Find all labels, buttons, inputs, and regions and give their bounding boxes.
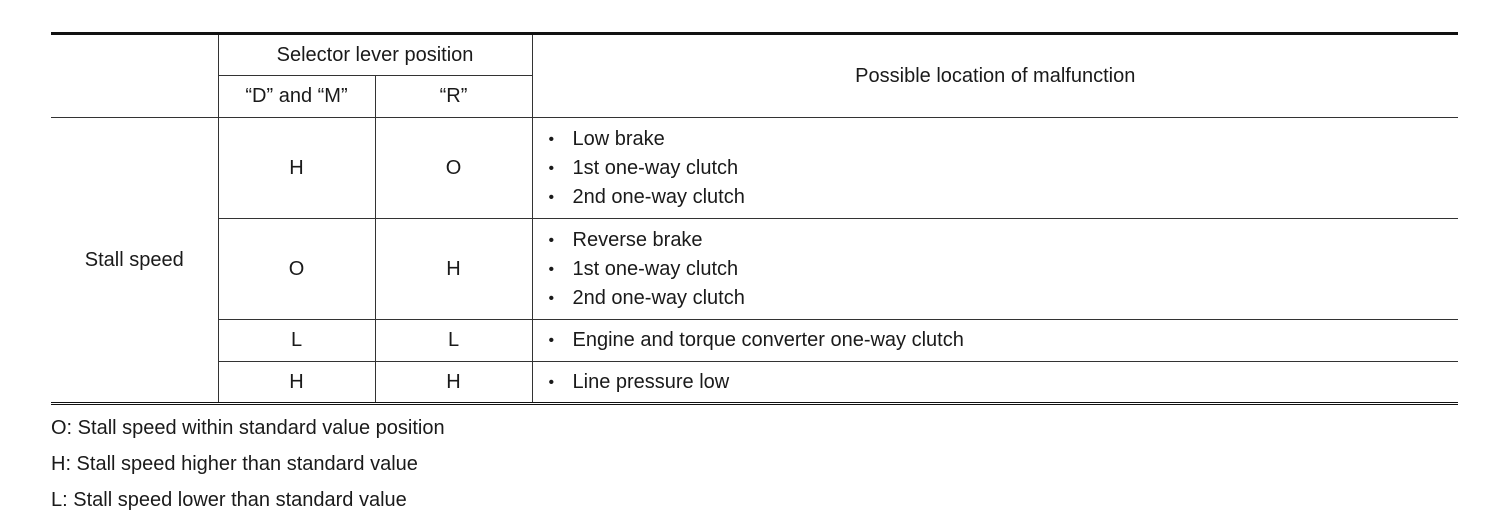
- table-row: L L Engine and torque converter one-way …: [51, 319, 1459, 362]
- cause-item: Reverse brake: [549, 226, 1459, 255]
- cause-cell: Line pressure low: [531, 361, 1459, 405]
- d-m-value: H: [217, 361, 375, 405]
- table-row: O H Reverse brake 1st one-way clutch 2nd…: [51, 218, 1459, 320]
- r-value: L: [374, 319, 532, 362]
- cause-item: 1st one-way clutch: [549, 255, 1459, 284]
- r-value: H: [374, 361, 532, 405]
- cause-item: 2nd one-way clutch: [549, 183, 1459, 212]
- cause-list: Reverse brake 1st one-way clutch 2nd one…: [533, 226, 1459, 313]
- d-m-value: L: [217, 319, 375, 362]
- d-and-m-header: “D” and “M”: [217, 75, 375, 118]
- header-blank-cell: [51, 32, 218, 118]
- header-row-1: Selector lever position Possible locatio…: [51, 32, 1458, 118]
- stall-test-table: Selector lever position Possible locatio…: [51, 32, 1458, 405]
- cause-cell: Low brake 1st one-way clutch 2nd one-way…: [531, 117, 1459, 219]
- malfunction-location-header: Possible location of malfunction: [531, 32, 1458, 118]
- cause-list: Engine and torque converter one-way clut…: [533, 326, 1459, 355]
- cause-item: Low brake: [549, 125, 1459, 154]
- legend: O: Stall speed within standard value pos…: [51, 414, 445, 522]
- cause-list: Line pressure low: [533, 368, 1459, 397]
- r-value: O: [374, 117, 532, 219]
- selector-lever-header: Selector lever position: [217, 32, 532, 76]
- legend-item-l: L: Stall speed lower than standard value: [51, 489, 407, 511]
- cause-item: 2nd one-way clutch: [549, 284, 1459, 313]
- cause-cell: Engine and torque converter one-way clut…: [531, 319, 1459, 362]
- table-row: H H Line pressure low: [51, 361, 1459, 405]
- d-m-value: O: [217, 218, 375, 320]
- r-value: H: [374, 218, 532, 320]
- diagnosis-document: Selector lever position Possible locatio…: [51, 32, 1458, 405]
- cause-item: Engine and torque converter one-way clut…: [549, 326, 1459, 355]
- legend-item-o: O: Stall speed within standard value pos…: [51, 417, 445, 439]
- stall-speed-label: Stall speed: [51, 117, 218, 405]
- cause-cell: Reverse brake 1st one-way clutch 2nd one…: [531, 218, 1459, 320]
- table-row: Stall speed H O Low brake 1st one-way cl…: [51, 117, 1459, 405]
- r-header: “R”: [374, 75, 532, 118]
- cause-item: Line pressure low: [549, 368, 1459, 397]
- cause-list: Low brake 1st one-way clutch 2nd one-way…: [533, 125, 1459, 212]
- d-m-value: H: [217, 117, 375, 219]
- header-row-2: “D” and “M” “R”: [51, 75, 1458, 118]
- legend-item-h: H: Stall speed higher than standard valu…: [51, 453, 418, 475]
- cause-item: 1st one-way clutch: [549, 154, 1459, 183]
